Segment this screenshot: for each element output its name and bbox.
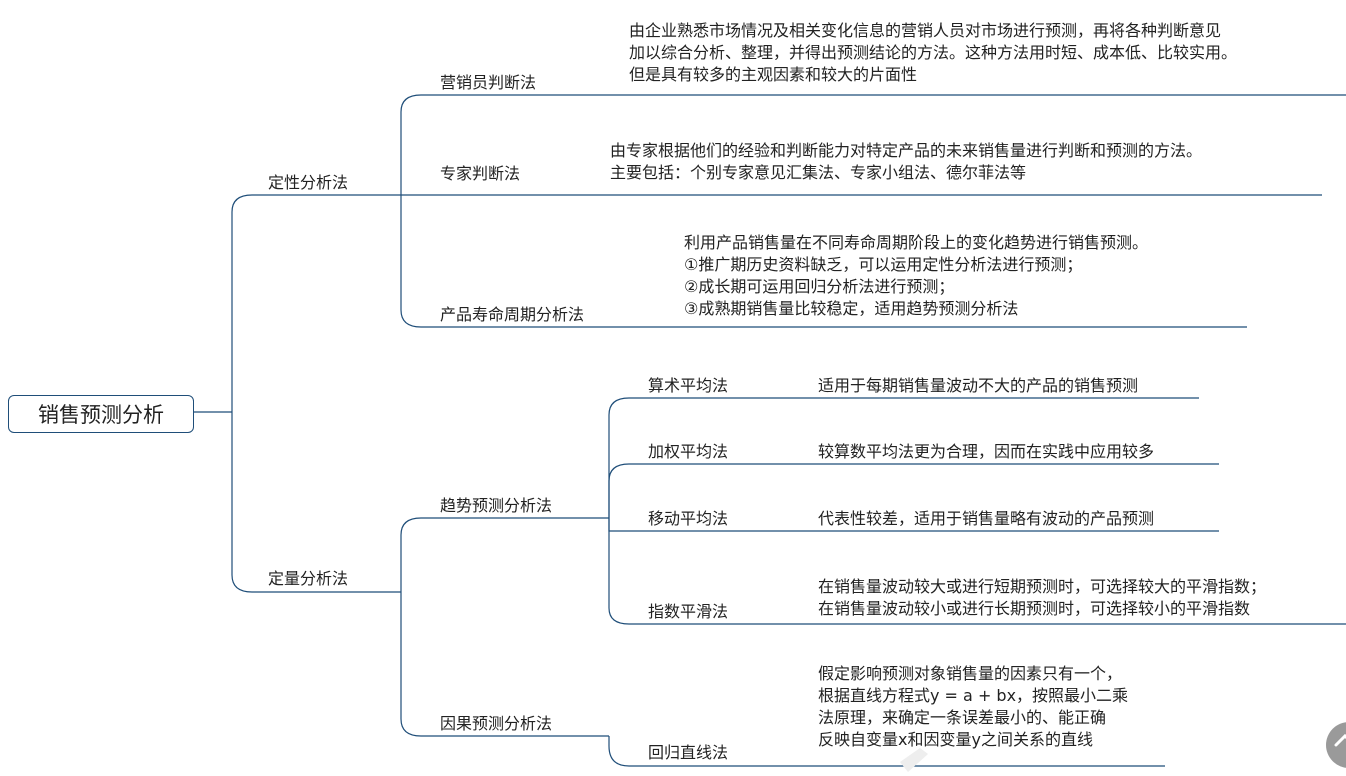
expert-judgment-desc: 由专家根据他们的经验和判断能力对特定产品的未来销售量进行判断和预测的方法。 主要…: [610, 140, 1202, 184]
desc-line: 但是具有较多的主观因素和较大的片面性: [629, 65, 918, 84]
root-node[interactable]: 销售预测分析: [8, 395, 194, 433]
regression-line-desc: 假定影响预测对象销售量的因素只有一个， 根据直线方程式y = a + bx，按照…: [818, 663, 1128, 751]
desc-line: 由企业熟悉市场情况及相关变化信息的营销人员对市场进行预测，再将各种判断意见: [629, 21, 1222, 40]
qualitative-node[interactable]: 定性分析法: [268, 173, 349, 192]
lifecycle-analysis-node[interactable]: 产品寿命周期分析法: [440, 305, 585, 324]
desc-line: ②成长期可运用回归分析法进行预测；: [684, 277, 955, 296]
regression-line-node[interactable]: 回归直线法: [648, 743, 729, 762]
desc-line: 在销售量波动较大或进行短期预测时，可选择较大的平滑指数；: [818, 577, 1267, 596]
desc-line: ①推广期历史资料缺乏，可以运用定性分析法进行预测；: [684, 255, 1083, 274]
quantitative-node[interactable]: 定量分析法: [268, 569, 349, 588]
root-label: 销售预测分析: [38, 403, 164, 427]
moving-average-node[interactable]: 移动平均法: [648, 509, 729, 528]
causal-analysis-node[interactable]: 因果预测分析法: [440, 714, 553, 733]
weighted-average-node[interactable]: 加权平均法: [648, 442, 729, 461]
chevron-up-icon: [1334, 733, 1346, 747]
desc-line: ③成熟期销售量比较稳定，适用趋势预测分析法: [684, 299, 1019, 318]
trend-analysis-node[interactable]: 趋势预测分析法: [440, 496, 553, 515]
moving-average-desc: 代表性较差，适用于销售量略有波动的产品预测: [818, 509, 1155, 528]
desc-line: 法原理，来确定一条误差最小的、能正确: [818, 708, 1107, 727]
connector-quantitative: [231, 412, 401, 593]
connector-regression: [608, 736, 1165, 767]
salesman-judgment-desc: 由企业熟悉市场情况及相关变化信息的营销人员对市场进行预测，再将各种判断意见 加以…: [629, 20, 1237, 86]
connector-salesman: [400, 94, 1346, 195]
desc-line: 反映自变量x和因变量y之间关系的直线: [818, 730, 1093, 749]
desc-line: 利用产品销售量在不同寿命周期阶段上的变化趋势进行销售预测。: [684, 233, 1149, 252]
connector-causal: [400, 592, 609, 737]
connector-lifecycle: [400, 195, 1247, 328]
desc-line: 主要包括：个别专家意见汇集法、专家小组法、德尔菲法等: [610, 163, 1027, 182]
expert-judgment-node[interactable]: 专家判断法: [440, 164, 521, 183]
desc-line: 根据直线方程式y = a + bx，按照最小二乘: [818, 686, 1129, 705]
desc-line: 由专家根据他们的经验和判断能力对特定产品的未来销售量进行判断和预测的方法。: [610, 141, 1203, 160]
connector-weighted: [608, 463, 1219, 518]
desc-line: 假定影响预测对象销售量的因素只有一个，: [818, 664, 1123, 683]
weighted-average-desc: 较算数平均法更为合理，因而在实践中应用较多: [818, 442, 1155, 461]
lifecycle-analysis-desc: 利用产品销售量在不同寿命周期阶段上的变化趋势进行销售预测。 ①推广期历史资料缺乏…: [684, 232, 1148, 320]
arithmetic-average-desc: 适用于每期销售量波动不大的产品的销售预测: [818, 376, 1139, 395]
connector-trend: [400, 517, 609, 592]
connector-exponential: [608, 518, 1346, 625]
scroll-top-button[interactable]: [1326, 722, 1346, 768]
salesman-judgment-node[interactable]: 营销员判断法: [440, 73, 537, 92]
connector-qualitative: [231, 194, 401, 412]
watermark-shape: [900, 748, 928, 772]
arithmetic-average-node[interactable]: 算术平均法: [648, 376, 729, 395]
connector-arithmetic: [608, 397, 1199, 518]
desc-line: 在销售量波动较小或进行长期预测时，可选择较小的平滑指数: [818, 599, 1251, 618]
exponential-smoothing-desc: 在销售量波动较大或进行短期预测时，可选择较大的平滑指数； 在销售量波动较小或进行…: [818, 576, 1266, 620]
exponential-smoothing-node[interactable]: 指数平滑法: [648, 602, 729, 621]
desc-line: 加以综合分析、整理，并得出预测结论的方法。这种方法用时短、成本低、比较实用。: [629, 43, 1238, 62]
